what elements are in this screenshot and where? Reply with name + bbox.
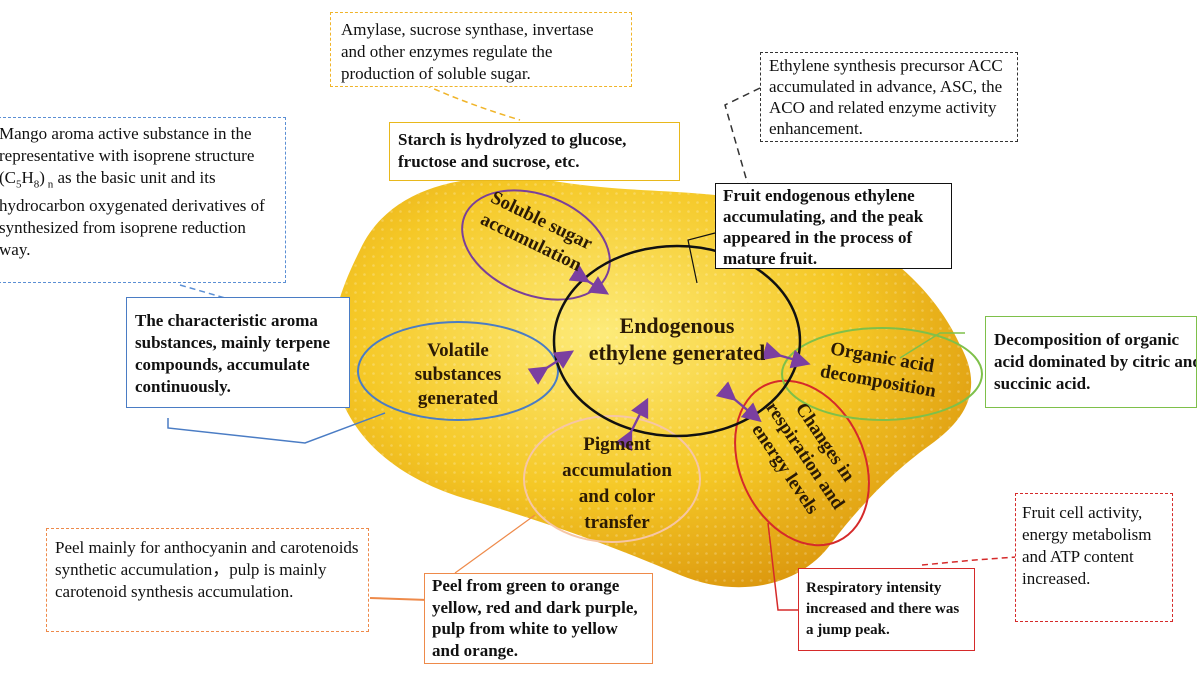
aroma-text-2: H	[21, 168, 34, 187]
ethylene-precursor-box: Ethylene synthesis precursor ACC accumul…	[760, 52, 1018, 142]
connector-enzymes	[424, 84, 521, 121]
pigment-label: Pigment accumulation and color transfer	[557, 432, 677, 536]
connector-respiratory	[767, 522, 800, 611]
pigment-label-text: Pigment accumulation and color transfer	[562, 434, 672, 533]
terpene-box: The characteristic aroma substances, mai…	[126, 297, 350, 408]
aroma-box: Mango aroma active substance in the repr…	[0, 117, 286, 283]
starch-box: Starch is hydrolyzed to glucose, fructos…	[389, 122, 680, 181]
organic-acid-text: Decomposition of organic acid dominated …	[994, 330, 1197, 393]
peel-pigment-box: Peel mainly for anthocyanin and caroteno…	[46, 528, 369, 632]
ring-respiration	[734, 379, 870, 547]
connector-aroma	[179, 284, 226, 299]
enzymes-box: Amylase, sucrose synthase, invertase and…	[330, 12, 632, 87]
center-label: Endogenous ethylene generated	[555, 312, 799, 366]
arrows	[527, 264, 811, 452]
cell-activity-box: Fruit cell activity, energy metabolism a…	[1015, 493, 1173, 622]
aroma-sub-1: 5	[16, 178, 22, 191]
aroma-sub-3: n	[44, 178, 54, 191]
terpene-text: The characteristic aroma substances, mai…	[135, 311, 331, 396]
starch-text: Starch is hydrolyzed to glucose, fructos…	[398, 130, 627, 171]
ethylene-precursor-text: Ethylene synthesis precursor ACC accumul…	[769, 56, 1003, 138]
organic-acid-box: Decomposition of organic acid dominated …	[985, 316, 1197, 408]
aroma-text-4: as the basic unit and its hydrocarbon ox…	[0, 168, 265, 260]
respiratory-text: Respiratory intensity increased and ther…	[806, 580, 960, 638]
connector-ethylene-precursor	[724, 87, 761, 186]
center-ring	[552, 244, 802, 438]
ring-acid	[781, 327, 983, 421]
connector-terpene	[167, 412, 386, 444]
connector-peel-color	[454, 514, 536, 574]
fruit-ethylene-box: Fruit endogenous ethylene accumulating, …	[715, 183, 952, 269]
cell-activity-text: Fruit cell activity, energy metabolism a…	[1022, 503, 1152, 588]
aroma-text-1: Mango aroma active substance in the repr…	[0, 124, 255, 187]
connector-cell-activity	[921, 556, 1017, 566]
arrow-acid	[761, 341, 811, 369]
fruit-ethylene-text: Fruit endogenous ethylene accumulating, …	[723, 186, 924, 268]
connector-organic-acid	[899, 332, 965, 359]
arrow-respiration	[715, 381, 762, 423]
peel-color-text: Peel from green to orange yellow, red an…	[432, 576, 638, 660]
aroma-sub-2: 8	[33, 178, 40, 191]
ring-pigment	[523, 415, 701, 543]
arrow-volatile	[527, 350, 575, 385]
arrow-pigment	[614, 397, 649, 452]
peel-pigment-text: Peel mainly for anthocyanin and caroteno…	[55, 538, 359, 601]
volatile-label: Volatile substances generated	[388, 339, 528, 411]
enzymes-text: Amylase, sucrose synthase, invertase and…	[341, 20, 594, 83]
connector-fruit-ethylene	[687, 232, 716, 284]
center-label-line1: Endogenous	[619, 313, 735, 338]
connector-peel-pigment	[369, 597, 429, 601]
volatile-label-text: Volatile substances generated	[414, 340, 502, 409]
respiratory-box: Respiratory intensity increased and ther…	[798, 568, 975, 651]
center-label-line2: ethylene generated	[588, 340, 766, 365]
aroma-text-3: )	[39, 168, 45, 187]
peel-color-box: Peel from green to orange yellow, red an…	[424, 573, 653, 664]
arrow-sugar	[568, 264, 610, 295]
